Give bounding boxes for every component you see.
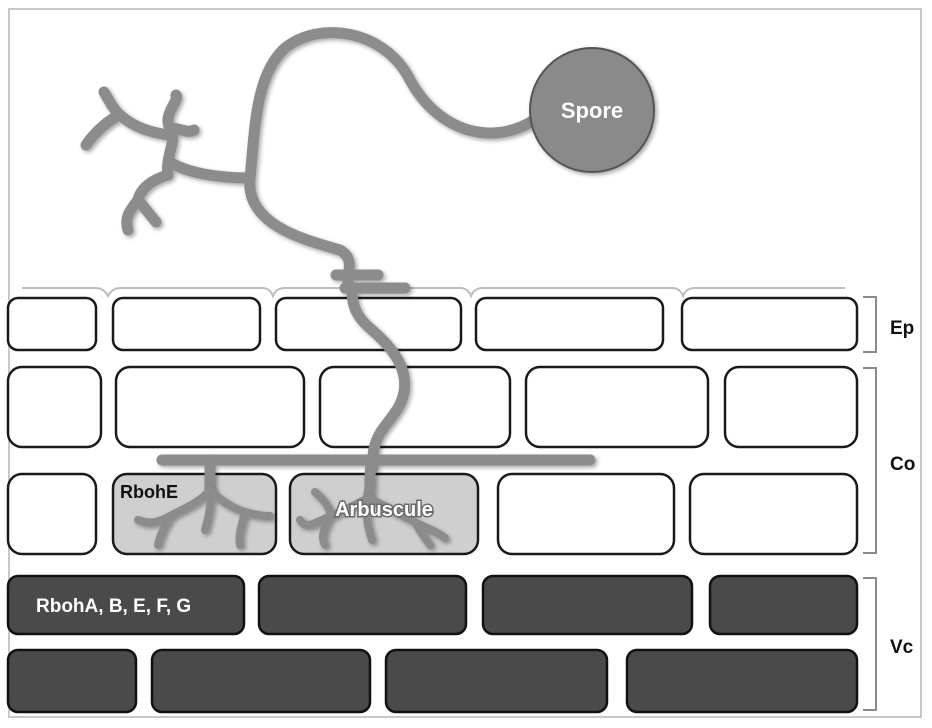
- hypha-branch: [138, 200, 156, 222]
- epidermis-surface: [22, 288, 845, 296]
- spore-label: Spore: [561, 98, 623, 123]
- epidermis-label: Ep: [890, 318, 914, 339]
- cortex-cell: [526, 367, 708, 447]
- cortex-cell: [725, 367, 857, 447]
- cortex-cell: [320, 367, 510, 447]
- epidermis-layer: [8, 298, 857, 350]
- vascular-label: Vc: [890, 637, 914, 658]
- hypha-branch: [368, 460, 372, 498]
- cortex-cell: [690, 474, 857, 554]
- hypha-branch: [170, 162, 250, 178]
- cortex-label: Co: [890, 454, 915, 475]
- vascular-bracket: [863, 578, 876, 710]
- cortex-cell: [498, 474, 674, 554]
- epidermis-cell: [476, 298, 663, 350]
- hypha-branch: [170, 128, 194, 131]
- arbuscule-label: Arbuscule: [335, 499, 433, 521]
- cortex-cell: [8, 367, 101, 447]
- epidermis-cell: [682, 298, 857, 350]
- vascular-cell: [152, 650, 370, 712]
- epidermis-bracket: [863, 297, 876, 352]
- cortex-bracket: [863, 368, 876, 553]
- rboh-vascular-label: RbohA, B, E, F, G: [36, 596, 191, 617]
- vascular-cell: [8, 650, 136, 712]
- layer-brackets: [863, 297, 876, 710]
- vascular-cell: [386, 650, 607, 712]
- epidermis-cell: [8, 298, 96, 350]
- vascular-cell: [710, 576, 857, 634]
- hypha-branch: [86, 115, 120, 145]
- epidermis-cell: [113, 298, 260, 350]
- vascular-cell: [483, 576, 692, 634]
- cortex-cell: [8, 474, 96, 554]
- cortex-cell: [116, 367, 304, 447]
- vascular-cell: [627, 650, 857, 712]
- main-hypha: [250, 33, 545, 290]
- hypha-branch: [127, 175, 168, 230]
- vascular-cell: [259, 576, 466, 634]
- rbohe-label: RbohE: [120, 482, 178, 502]
